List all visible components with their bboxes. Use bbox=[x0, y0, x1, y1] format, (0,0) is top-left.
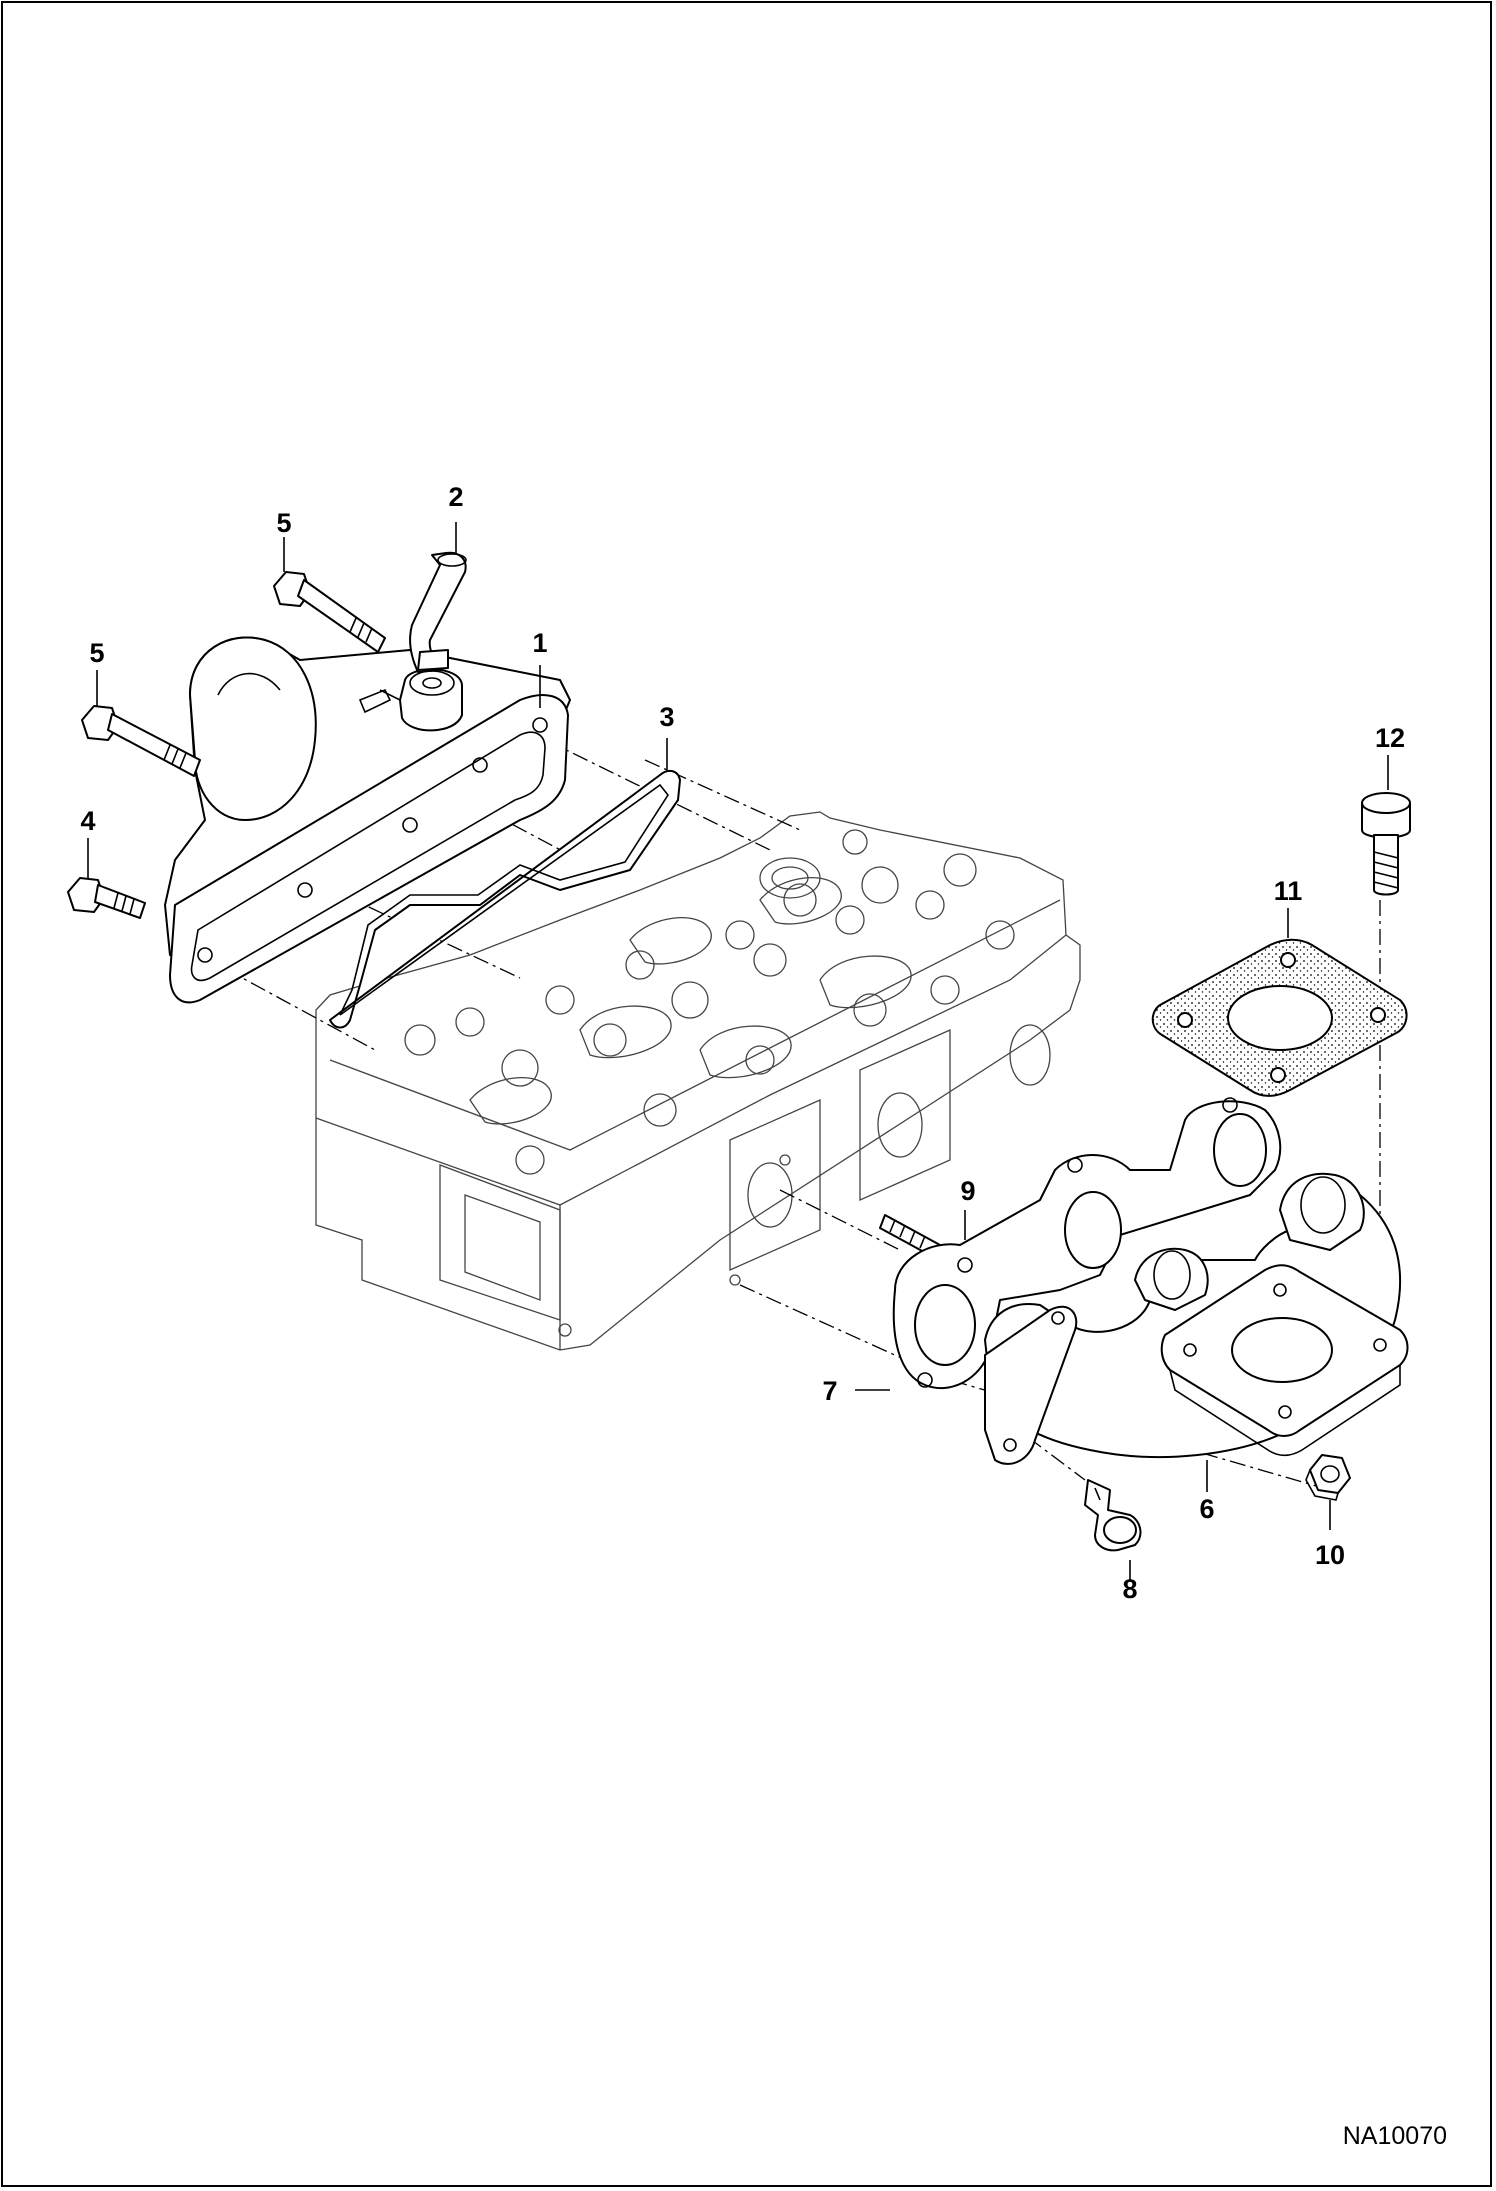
callout-5-upper: 5 bbox=[276, 508, 291, 538]
callout-5-lower: 5 bbox=[89, 638, 104, 668]
callout-2: 2 bbox=[448, 482, 463, 512]
cylinder-head-phantom bbox=[315, 811, 1081, 1351]
callout-4: 4 bbox=[80, 806, 95, 836]
callout-1: 1 bbox=[532, 628, 547, 658]
part-3-manifold-gasket bbox=[329, 769, 681, 1029]
callout-6: 6 bbox=[1199, 1494, 1214, 1524]
callout-3: 3 bbox=[659, 702, 674, 732]
part-11-flange-gasket bbox=[1151, 938, 1408, 1097]
callout-9: 9 bbox=[960, 1176, 975, 1206]
figure-id: NA10070 bbox=[1343, 2122, 1447, 2150]
callout-10: 10 bbox=[1315, 1540, 1345, 1570]
bolts-4-5 bbox=[67, 571, 386, 919]
part-12-bolt bbox=[1361, 792, 1411, 896]
callout-labels: 1 2 3 4 5 5 6 7 8 9 10 11 12 bbox=[80, 482, 1405, 1604]
part-7-exhaust-gasket bbox=[892, 1097, 1282, 1390]
callout-8: 8 bbox=[1122, 1574, 1137, 1604]
leader-lines bbox=[87, 522, 1389, 1580]
part-10-nut bbox=[1305, 1454, 1351, 1501]
part-6-exhaust-manifold bbox=[984, 1172, 1409, 1465]
part-2-hose-fitting bbox=[409, 551, 467, 673]
part-1-intake-manifold bbox=[164, 636, 571, 1004]
callout-11: 11 bbox=[1274, 876, 1303, 906]
part-8-bolt bbox=[1084, 1479, 1142, 1552]
callout-12: 12 bbox=[1375, 723, 1405, 753]
callout-7: 7 bbox=[822, 1376, 837, 1406]
